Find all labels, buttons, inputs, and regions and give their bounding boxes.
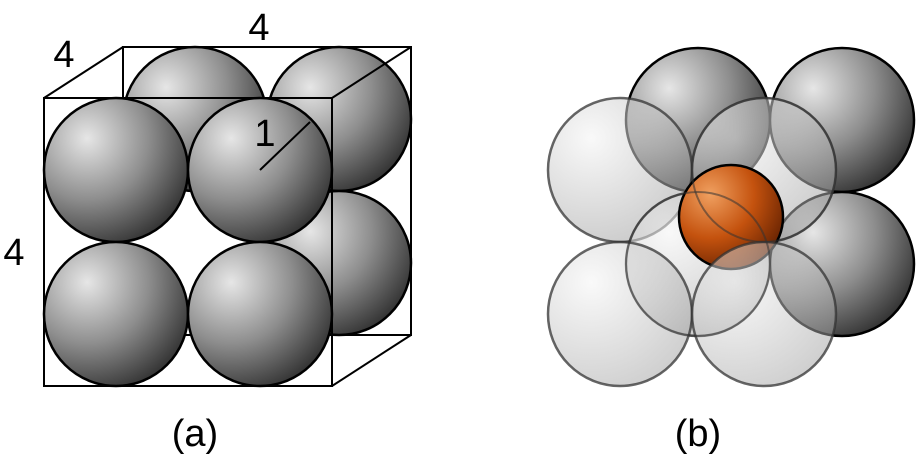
caption-b: (b) <box>675 413 721 455</box>
ghost-spheres-front <box>546 240 838 388</box>
ghost-sphere-bottom-left <box>546 240 694 388</box>
cube-depth-edges <box>43 46 412 387</box>
depth-edge-label: 4 <box>53 34 74 76</box>
panel-b: (b) <box>546 46 916 455</box>
panel-a: 4 4 4 1 (a) <box>3 7 413 455</box>
overlay-outlines <box>625 97 837 337</box>
sphere-front-bottom-right <box>186 240 334 388</box>
height-label: 4 <box>3 232 24 274</box>
sphere-front-bottom-left <box>42 240 190 388</box>
top-edge-label: 4 <box>248 7 269 49</box>
ghost-sphere-bottom-center <box>690 240 838 388</box>
cube-front-face <box>43 97 333 387</box>
radius-label: 1 <box>254 113 275 155</box>
sphere-front-top-left <box>42 96 190 244</box>
caption-a: (a) <box>172 413 218 455</box>
radius-line <box>259 121 311 171</box>
